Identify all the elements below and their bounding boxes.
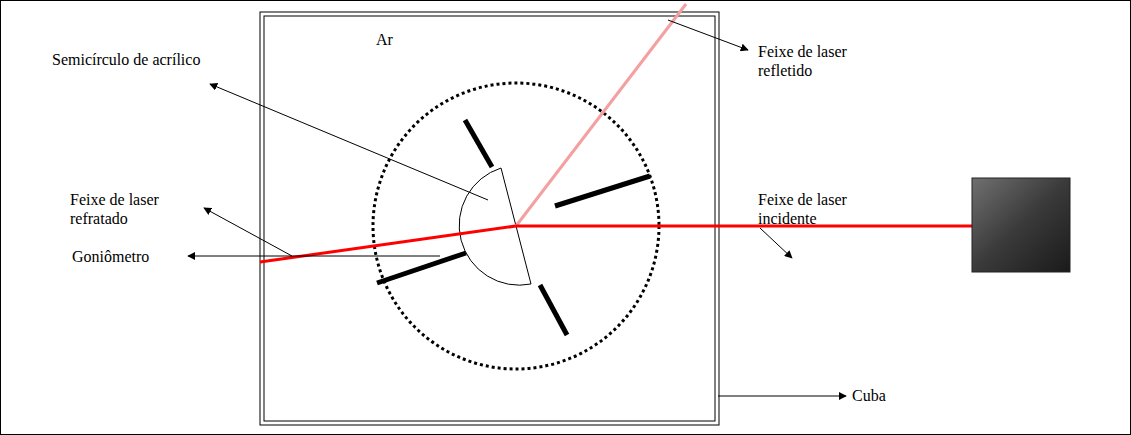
- leader-arrows: [188, 20, 846, 396]
- medium-label: Ar: [376, 30, 436, 49]
- laser-source: [972, 178, 1070, 272]
- beam-label: Feixe de laser refletido: [758, 42, 898, 80]
- part-label: Goniômetro: [72, 247, 192, 266]
- incident-beam: [516, 225, 972, 228]
- cuba-tank: [260, 12, 719, 425]
- refracted-beam: [260, 226, 516, 262]
- beam-label: Feixe de laser incidente: [758, 190, 898, 228]
- part-label: Semicírculo de acrílico: [52, 50, 202, 69]
- beam-label: Feixe de laser refratado: [70, 190, 200, 228]
- part-label: Cuba: [852, 386, 932, 405]
- reflected-beam: [516, 4, 686, 226]
